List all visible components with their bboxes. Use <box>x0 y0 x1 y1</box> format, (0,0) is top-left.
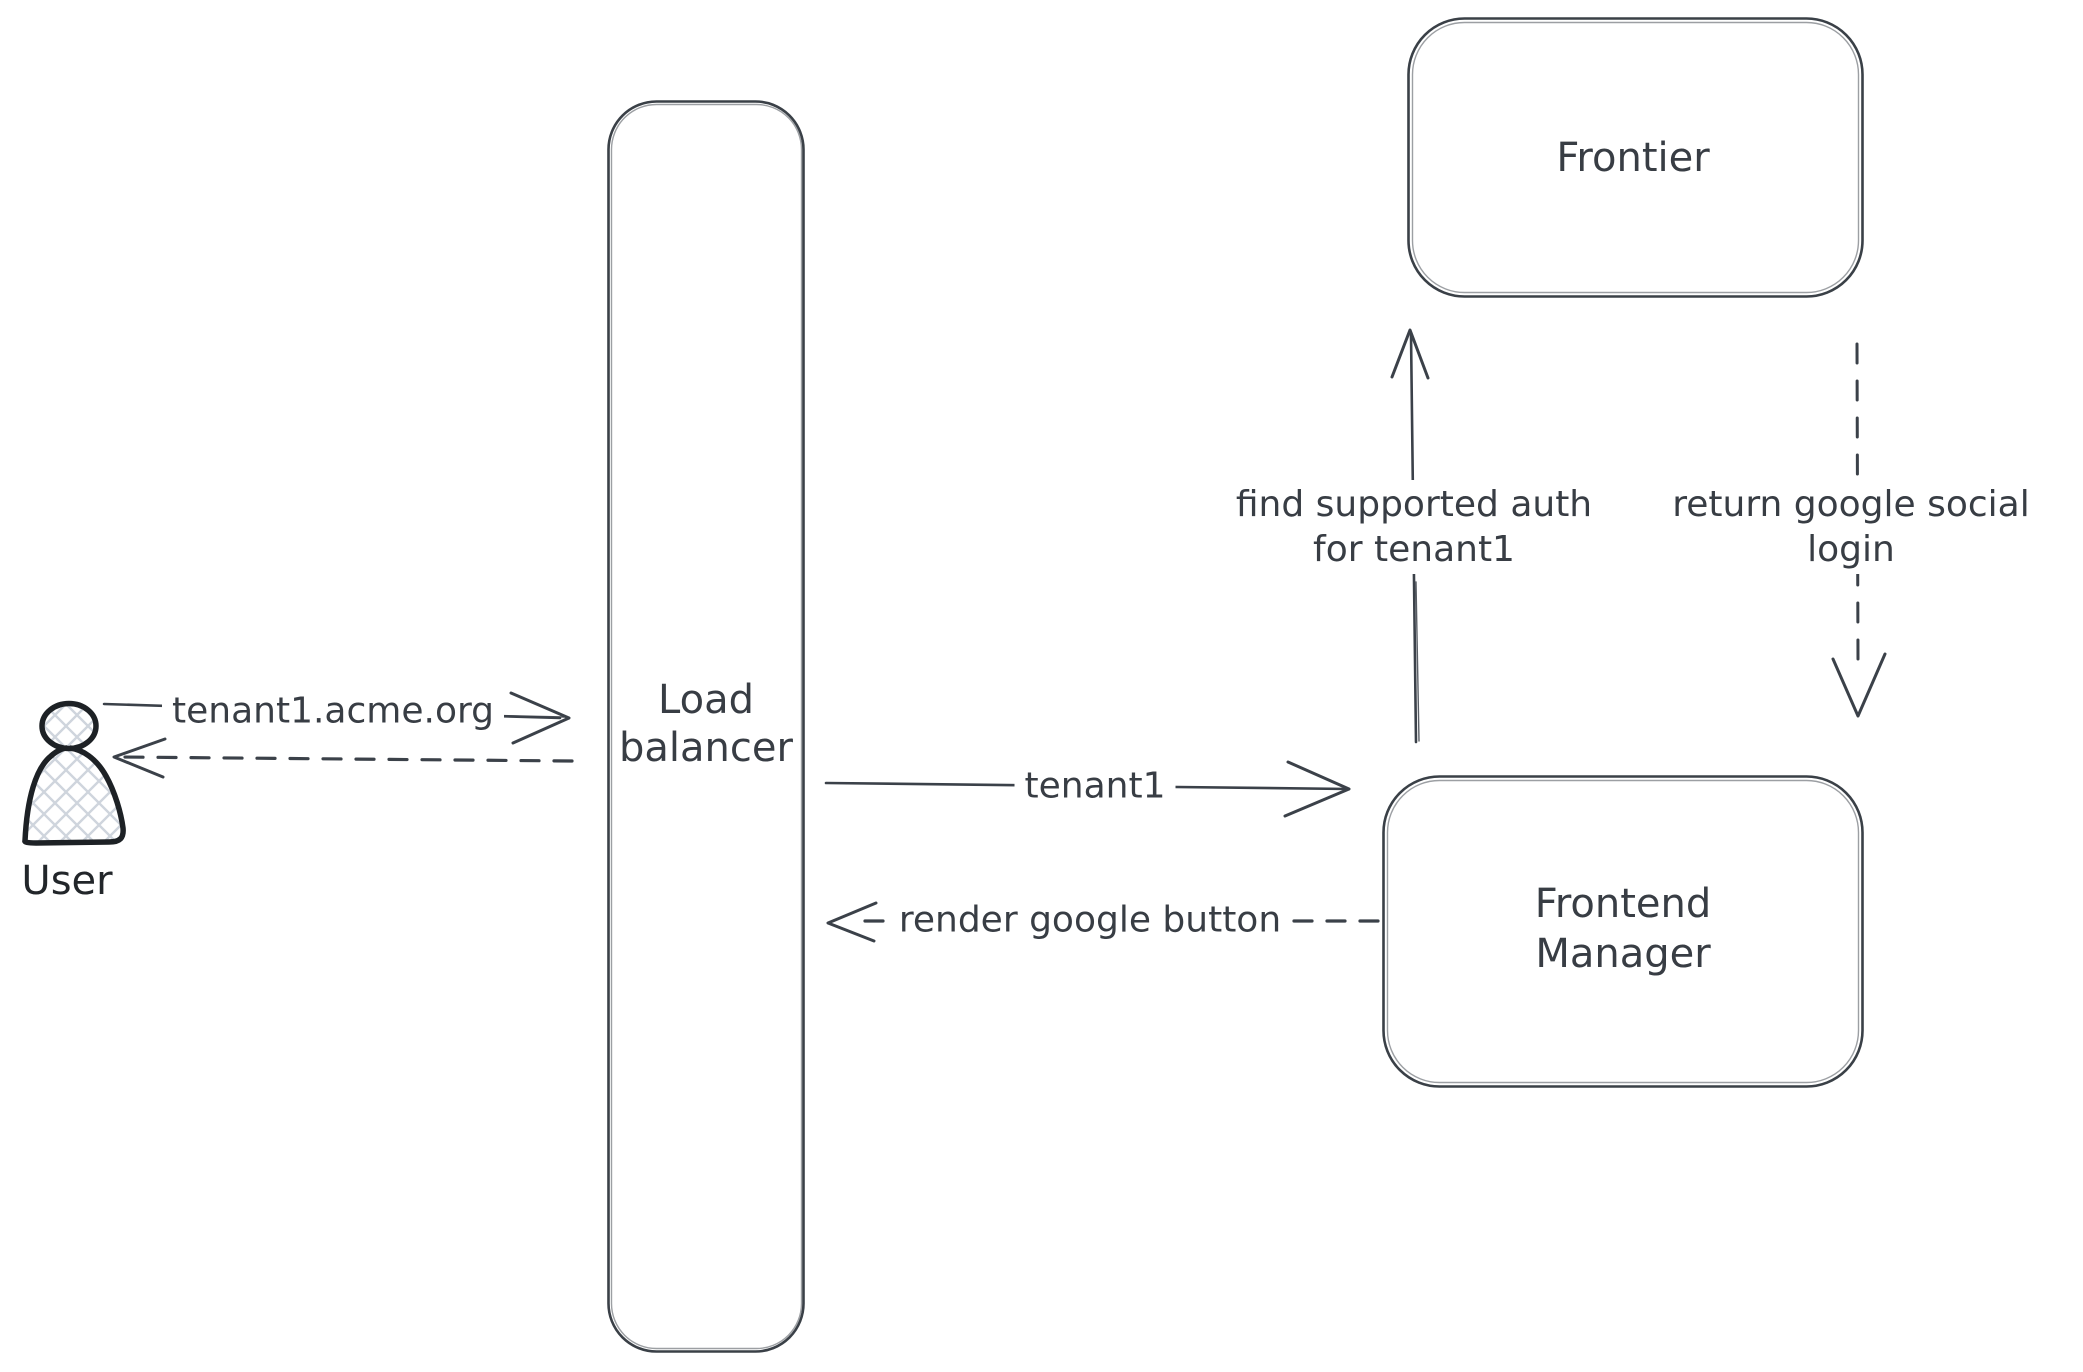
response-arrowhead <box>112 737 167 779</box>
load-balancer-label-line1: Load <box>658 677 754 723</box>
find-supported-auth-arrow-shaft-overdraw <box>1415 581 1420 742</box>
frontend-manager-label-line1: Frontend <box>1534 881 1712 927</box>
return-google-social-label-line1: return google social <box>1672 484 2030 525</box>
frontier-rect-overdraw <box>1411 21 1860 294</box>
load-balancer-label-line2: balancer <box>619 725 793 771</box>
frontier-label[interactable]: Frontier <box>1556 135 1710 181</box>
frontend-manager-rect <box>1382 775 1864 1088</box>
render-google-button-arrowhead <box>826 901 878 943</box>
frontier-rect <box>1407 17 1864 298</box>
load-balancer-label[interactable]: Load balancer <box>619 676 793 772</box>
find-supported-auth-label-line2: for tenant1 <box>1313 529 1515 570</box>
find-supported-auth-label-line1: find supported auth <box>1235 484 1593 525</box>
user-figure[interactable] <box>22 700 126 846</box>
frontier-box[interactable] <box>1407 17 1864 298</box>
tenant1-arrow-label[interactable]: tenant1 <box>1014 761 1176 811</box>
user-head <box>39 700 99 752</box>
frontend-manager-label-line2: Manager <box>1535 931 1711 977</box>
find-supported-auth-arrow-label[interactable]: find supported auth for tenant1 <box>1225 480 1603 574</box>
return-google-social-label-line2: login <box>1807 529 1895 570</box>
render-google-button-arrow-label[interactable]: render google button <box>888 895 1292 945</box>
tenant1-arrowhead <box>1283 760 1351 818</box>
return-google-social-arrowhead <box>1831 652 1887 718</box>
frontend-manager-rect-overdraw <box>1386 779 1860 1084</box>
load-balancer-rect <box>607 100 805 1353</box>
frontend-manager-box[interactable] <box>1382 775 1864 1088</box>
frontend-manager-label[interactable]: Frontend Manager <box>1535 879 1712 979</box>
user-label[interactable]: User <box>21 858 113 904</box>
request-arrowhead <box>509 691 571 745</box>
load-balancer-rect-overdraw <box>610 103 803 1350</box>
return-google-social-arrow-label[interactable]: return google social login <box>1662 480 2040 574</box>
response-arrow[interactable] <box>112 737 574 779</box>
load-balancer-box[interactable] <box>607 100 805 1353</box>
user-body <box>22 745 126 846</box>
response-arrow-shaft <box>118 755 574 763</box>
find-supported-auth-arrowhead <box>1390 328 1430 380</box>
request-arrow-label[interactable]: tenant1.acme.org <box>162 686 504 736</box>
